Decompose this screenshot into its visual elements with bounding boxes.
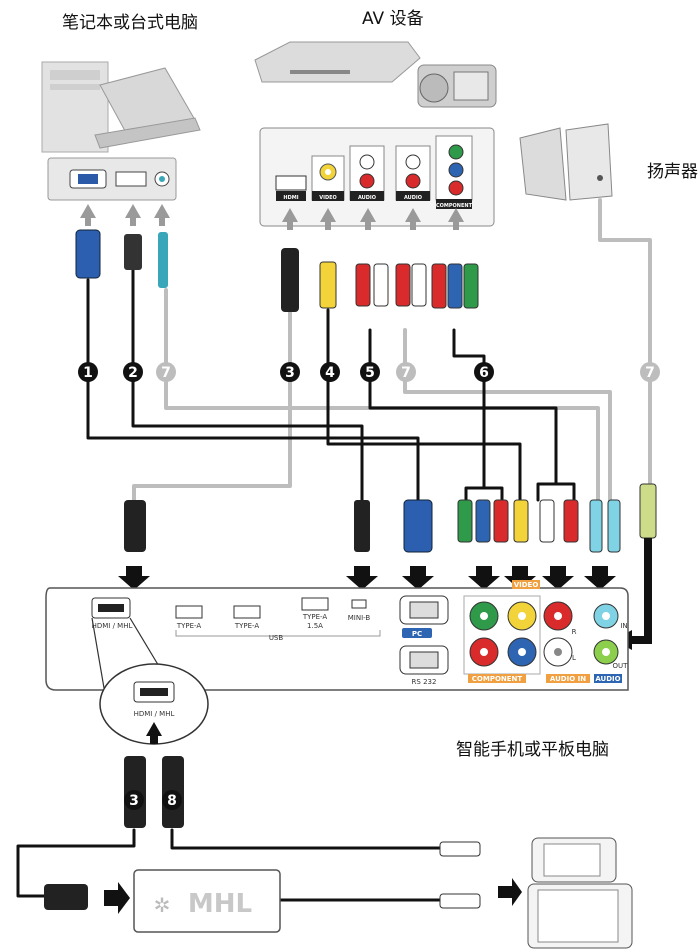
av-device-illustration: [254, 41, 497, 108]
cable-badge-number: 3: [129, 793, 139, 809]
computer-port-panel: [47, 157, 177, 201]
cable-badge-number: 6: [479, 365, 489, 381]
upper-connectors: [75, 229, 657, 539]
cables: [16, 198, 652, 902]
hdmi-mhl-port-label: HDMI / MHL: [92, 622, 133, 630]
cable-badge-number: 5: [365, 365, 375, 381]
hdmi-zoom-callout: [91, 617, 209, 745]
mini-b-label: MINI-B: [348, 614, 371, 622]
cable-badge-circle: [156, 362, 176, 382]
av-component-label: COMPONENT: [436, 203, 473, 209]
out-label: OUT: [613, 662, 629, 670]
cable-badge-number: 4: [325, 365, 335, 381]
mhl-adapter: [133, 869, 281, 933]
av-audio2-label: AUDIO: [404, 195, 422, 201]
smart-device-illustration: [498, 837, 633, 949]
cable-badge-circle: [320, 362, 340, 382]
cable-badge-circle: [280, 362, 300, 382]
video-port-label: VIDEO: [514, 581, 539, 589]
smart-device-label: 智能手机或平板电脑: [456, 740, 609, 760]
audio-label: AUDIO: [595, 675, 620, 683]
type-a-2-label: TYPE-A: [234, 622, 260, 630]
zoom-hdmi-mhl-label: HDMI / MHL: [134, 710, 175, 718]
usb-label: USB: [269, 634, 284, 642]
av-video-label: VIDEO: [319, 195, 337, 201]
cable-badge-number: 7: [161, 365, 171, 381]
cable-badge-circle: [123, 362, 143, 382]
projector-panel: [45, 580, 629, 691]
in-label: IN: [620, 622, 627, 630]
av-audio1-label: AUDIO: [358, 195, 376, 201]
speakers-label: 扬声器: [647, 162, 698, 182]
input-arrows: [80, 204, 464, 230]
cable-badge-number: 1: [83, 365, 93, 381]
type-a-1-label: TYPE-A: [176, 622, 202, 630]
cable-badge-circle: [396, 362, 416, 382]
av-port-panel: [259, 127, 495, 227]
cable-badge-circle: [360, 362, 380, 382]
rs232-label: RS 232: [412, 678, 437, 686]
computer-illustration: [41, 61, 201, 153]
cable-badge-circle: [124, 790, 144, 810]
lower-connectors: [124, 499, 621, 553]
projector-arrows: [118, 538, 652, 650]
computer-label: 笔记本或台式电脑: [62, 13, 198, 33]
r-label: R: [572, 628, 577, 636]
cable-badge-number: 7: [645, 365, 655, 381]
cable-badge-circle: [162, 790, 182, 810]
mhl-star-icon: ✲: [154, 893, 171, 917]
component-port-label: COMPONENT: [472, 675, 523, 683]
av-hdmi-label: HDMI: [283, 195, 298, 201]
audio-in-label: AUDIO IN: [550, 675, 586, 683]
cable-badge-number: 3: [285, 365, 295, 381]
type-a-3-label: TYPE-A: [302, 613, 328, 621]
arrow-to-mhl: [104, 882, 130, 914]
pc-label: PC: [412, 630, 422, 638]
av-device-label: AV 设备: [362, 9, 424, 29]
speakers-illustration: [519, 123, 613, 201]
cable-badge-number: 7: [401, 365, 411, 381]
mhl-logo: MHL: [188, 889, 252, 919]
cable-badge-circle: [78, 362, 98, 382]
cable-number-badges: 1 2 3 4 5 6 7 7 7 3 8: [78, 362, 660, 810]
l-label: L: [572, 654, 576, 662]
cable-badge-number: 2: [128, 365, 138, 381]
cable-badge-circle: [474, 362, 494, 382]
cable-badge-circle: [640, 362, 660, 382]
cable-badge-number: 8: [167, 793, 177, 809]
type-a-power-label: 1.5A: [307, 622, 323, 630]
